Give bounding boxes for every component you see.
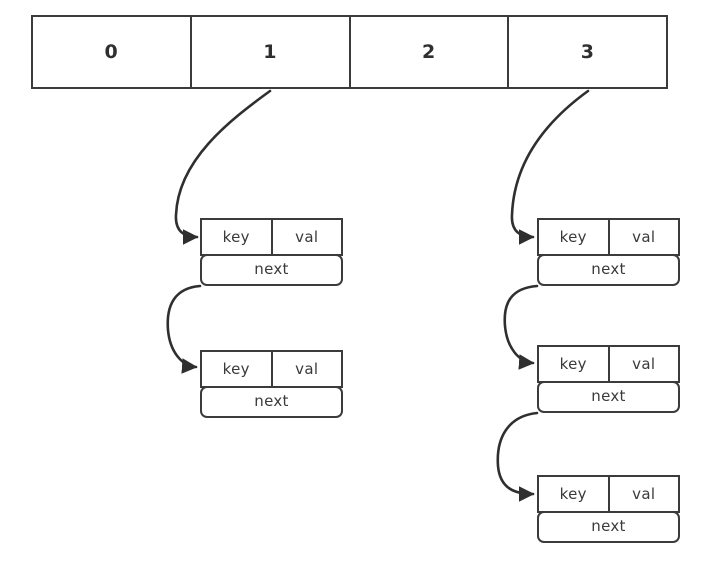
chain-3-node-2-key-label: key bbox=[559, 354, 587, 373]
bucket-cell-0[interactable]: 0 bbox=[33, 17, 192, 87]
chain-1-node-1-val-cell: val bbox=[273, 220, 342, 254]
chain-1-node-1[interactable]: key val next bbox=[200, 218, 343, 286]
chain-3-node-1-next-cell: next bbox=[537, 253, 680, 286]
chain-1-node-2-next-cell: next bbox=[200, 385, 343, 418]
arrow-node1-to-node2-chain3 bbox=[503, 284, 539, 370]
bucket-array: 0 1 2 3 bbox=[31, 15, 668, 89]
chain-3-node-2-kv-row: key val bbox=[537, 345, 680, 383]
chain-1-node-2-next-label: next bbox=[254, 392, 289, 411]
chain-1-node-2[interactable]: key val next bbox=[200, 350, 343, 418]
chain-1-node-2-key-cell: key bbox=[202, 352, 273, 386]
chain-3-node-3-val-label: val bbox=[632, 484, 656, 503]
chain-3-node-3-kv-row: key val bbox=[537, 475, 680, 513]
chain-1-node-2-key-label: key bbox=[222, 359, 250, 378]
bucket-cell-0-label: 0 bbox=[104, 40, 119, 63]
bucket-cell-3-label: 3 bbox=[580, 40, 595, 63]
bucket-cell-2[interactable]: 2 bbox=[350, 17, 510, 87]
chain-1-node-1-next-cell: next bbox=[200, 253, 343, 286]
bucket-cell-3[interactable]: 3 bbox=[509, 17, 666, 87]
chain-3-node-2[interactable]: key val next bbox=[537, 345, 680, 413]
chain-3-node-1-next-label: next bbox=[591, 260, 626, 279]
chain-1-node-2-val-label: val bbox=[295, 359, 319, 378]
chain-1-node-1-next-label: next bbox=[254, 260, 289, 279]
chain-1-node-1-key-label: key bbox=[222, 227, 250, 246]
chain-3-node-1-key-label: key bbox=[559, 227, 587, 246]
chain-3-node-3-key-label: key bbox=[559, 484, 587, 503]
chain-1-node-2-kv-row: key val bbox=[200, 350, 343, 388]
chain-3-node-2-next-cell: next bbox=[537, 380, 680, 413]
bucket-cell-1[interactable]: 1 bbox=[191, 17, 351, 87]
arrow-node1-to-node2 bbox=[166, 284, 202, 374]
chain-1-node-1-val-label: val bbox=[295, 227, 319, 246]
chain-3-node-3-next-label: next bbox=[591, 517, 626, 536]
bucket-cell-1-label: 1 bbox=[263, 40, 277, 63]
chain-3-node-3-val-cell: val bbox=[610, 477, 679, 511]
chain-3-node-1-kv-row: key val bbox=[537, 218, 680, 256]
arrow-node2-to-node3-chain3 bbox=[496, 411, 539, 502]
chain-3-node-2-next-label: next bbox=[591, 387, 626, 406]
chain-1-node-1-key-cell: key bbox=[202, 220, 273, 254]
chain-3-node-3-next-cell: next bbox=[537, 510, 680, 543]
arrow-bucket3-to-node1 bbox=[510, 89, 590, 245]
chain-3-node-1-val-label: val bbox=[632, 227, 656, 246]
chain-3-node-3[interactable]: key val next bbox=[537, 475, 680, 543]
chain-3-node-1-key-cell: key bbox=[539, 220, 610, 254]
chain-3-node-1-val-cell: val bbox=[610, 220, 679, 254]
chain-3-node-1[interactable]: key val next bbox=[537, 218, 680, 286]
bucket-cell-2-label: 2 bbox=[422, 40, 436, 63]
chain-3-node-3-key-cell: key bbox=[539, 477, 610, 511]
chain-1-node-1-kv-row: key val bbox=[200, 218, 343, 256]
chain-3-node-2-val-cell: val bbox=[610, 347, 679, 381]
chain-3-node-2-key-cell: key bbox=[539, 347, 610, 381]
arrow-bucket1-to-node1 bbox=[174, 89, 272, 245]
chain-1-node-2-val-cell: val bbox=[273, 352, 342, 386]
chain-3-node-2-val-label: val bbox=[632, 354, 656, 373]
